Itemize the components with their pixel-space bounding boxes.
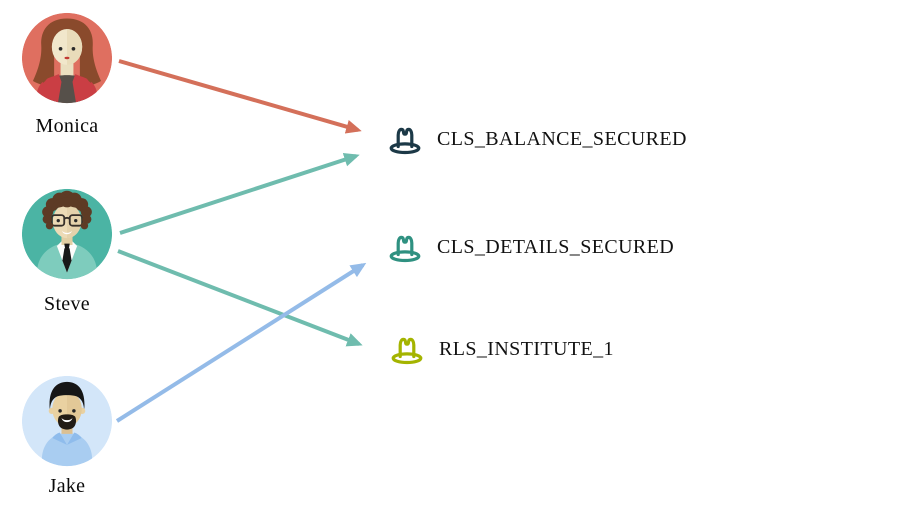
role-label: CLS_DETAILS_SECURED	[437, 235, 675, 258]
edge-steve-to-cls_balance_secured	[119, 152, 360, 235]
steve-avatar-icon	[21, 188, 113, 280]
role-hat-icon	[391, 337, 423, 365]
user-name-steve: Steve	[44, 293, 90, 315]
role-label: CLS_BALANCE_SECURED	[437, 127, 687, 150]
role-label: RLS_INSTITUTE_1	[439, 337, 614, 360]
role-node-cls-balance-secured: CLS_BALANCE_SECURED	[388, 122, 687, 156]
edge-monica-to-cls_balance_secured	[118, 59, 362, 134]
user-node-monica: Monica	[0, 12, 134, 137]
role-hat-icon	[389, 235, 421, 263]
user-name-monica: Monica	[35, 115, 99, 137]
jake-avatar-icon	[21, 375, 113, 467]
edge-jake-to-cls_details_secured	[115, 262, 367, 423]
role-node-rls-institute-1: RLS_INSTITUTE_1	[390, 332, 614, 366]
role-hat-icon	[389, 127, 421, 155]
role-node-cls-details-secured: CLS_DETAILS_SECURED	[388, 230, 674, 264]
user-node-steve: Steve	[0, 188, 134, 315]
user-name-jake: Jake	[48, 475, 86, 497]
monica-avatar-icon	[21, 12, 113, 104]
edge-steve-to-rls_institute_1	[117, 249, 363, 347]
user-node-jake: Jake	[0, 375, 134, 497]
